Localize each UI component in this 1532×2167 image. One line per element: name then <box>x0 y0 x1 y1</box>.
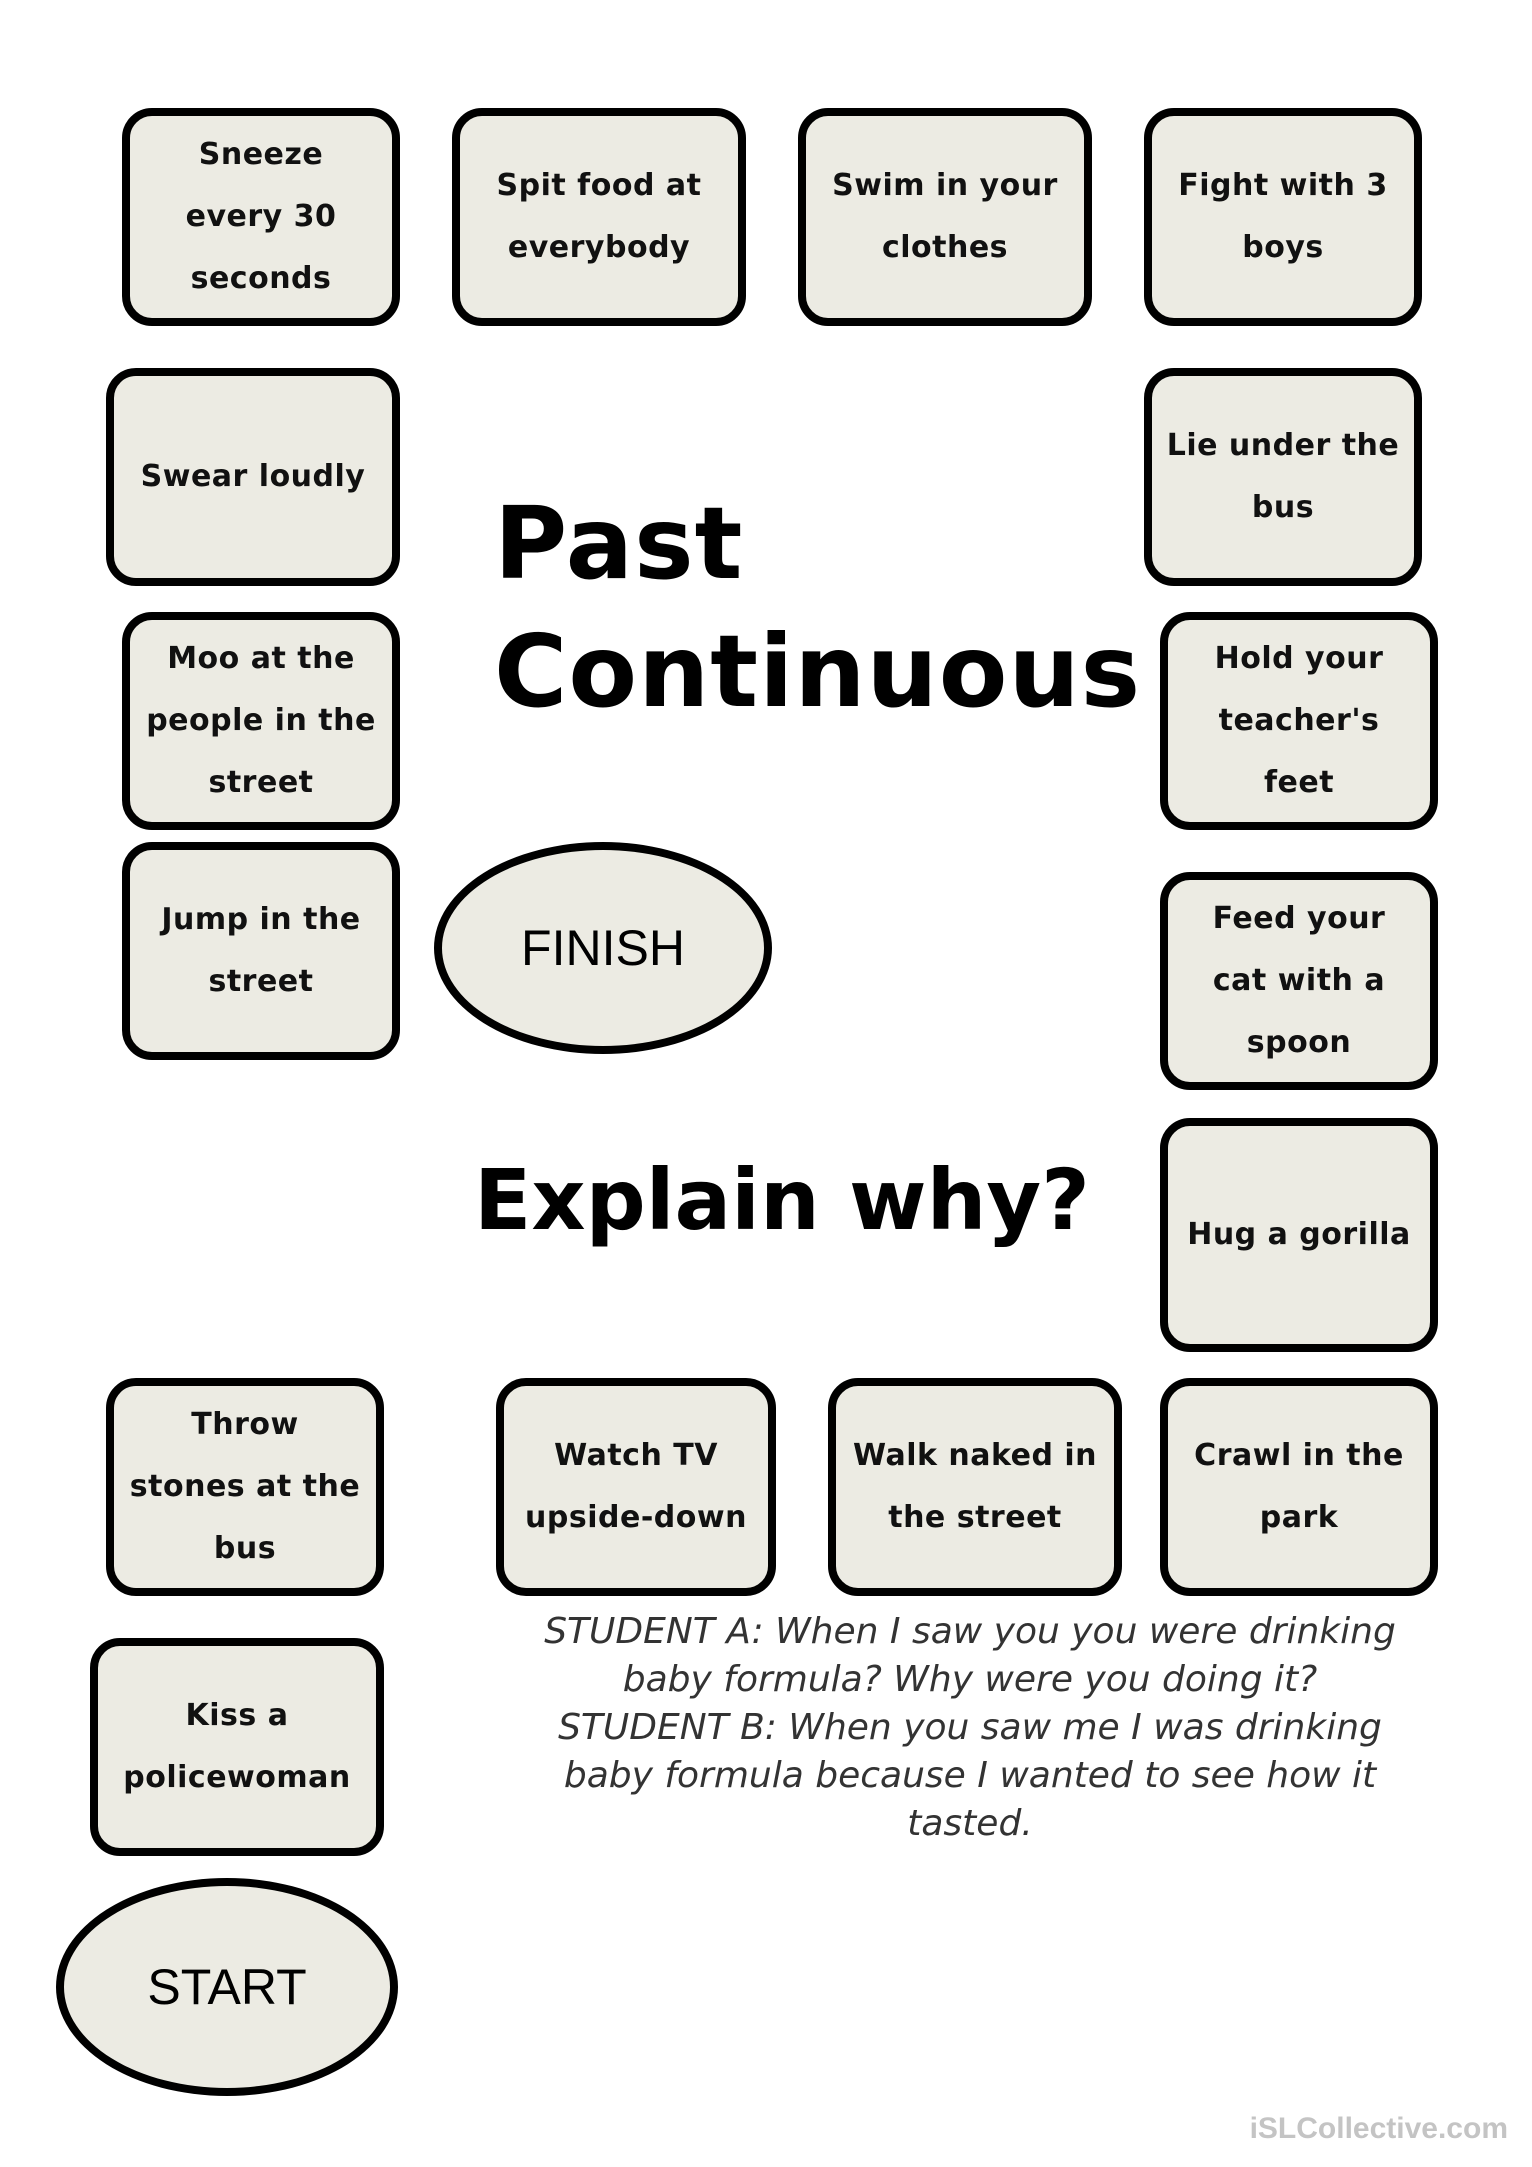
square-label: Kiss a policewoman <box>123 1698 351 1795</box>
board-square[interactable]: Kiss a policewoman <box>90 1638 384 1856</box>
example-student-b: STUDENT B: When you saw me I was drinkin… <box>558 1707 1382 1844</box>
square-label: Hug a gorilla <box>1187 1217 1411 1252</box>
board-square[interactable]: Feed your cat with a spoon <box>1160 872 1438 1090</box>
board-square[interactable]: Fight with 3 boys <box>1144 108 1422 326</box>
square-label: Throw stones at the bus <box>129 1407 361 1566</box>
example-student-a: STUDENT A: When I saw you you were drink… <box>544 1611 1396 1700</box>
board-square[interactable]: Swear loudly <box>106 368 400 586</box>
game-subtitle: Explain why? <box>474 1151 1090 1249</box>
board-square[interactable]: Throw stones at the bus <box>106 1378 384 1596</box>
finish-label: FINISH <box>521 920 685 976</box>
board-square[interactable]: Sneeze every 30 seconds <box>122 108 400 326</box>
start-label: START <box>147 1959 307 2015</box>
finish-space[interactable]: FINISH <box>434 842 772 1054</box>
square-label: Moo at the people in the street <box>146 641 376 800</box>
start-space[interactable]: START <box>56 1878 398 2096</box>
board-square[interactable]: Swim in your clothes <box>798 108 1092 326</box>
square-label: Sneeze every 30 seconds <box>185 137 337 296</box>
board-square[interactable]: Moo at the people in the street <box>122 612 400 830</box>
board-square[interactable]: Jump in the street <box>122 842 400 1060</box>
square-label: Swim in your clothes <box>832 168 1058 265</box>
example-dialogue: STUDENT A: When I saw you you were drink… <box>540 1608 1400 1848</box>
board-square[interactable]: Lie under the bus <box>1144 368 1422 586</box>
square-label: Spit food at everybody <box>496 168 702 265</box>
square-label: Hold your teacher's feet <box>1214 641 1384 800</box>
square-label: Walk naked in the street <box>852 1438 1098 1535</box>
board-square[interactable]: Watch TV upside-down <box>496 1378 776 1596</box>
square-label: Lie under the bus <box>1166 428 1400 525</box>
board-square[interactable]: Hug a gorilla <box>1160 1118 1438 1352</box>
board-square[interactable]: Spit food at everybody <box>452 108 746 326</box>
board-square[interactable]: Hold your teacher's feet <box>1160 612 1438 830</box>
square-label: Swear loudly <box>140 459 366 494</box>
site-watermark: iSLCollective.com <box>1249 2112 1508 2145</box>
square-label: Jump in the street <box>161 902 361 999</box>
game-title: Past Continuous <box>494 485 1142 730</box>
board-square[interactable]: Crawl in the park <box>1160 1378 1438 1596</box>
board-square[interactable]: Walk naked in the street <box>828 1378 1122 1596</box>
square-label: Watch TV upside-down <box>525 1438 747 1535</box>
square-label: Fight with 3 boys <box>1178 168 1388 265</box>
square-label: Feed your cat with a spoon <box>1212 901 1386 1060</box>
square-label: Crawl in the park <box>1194 1438 1404 1535</box>
